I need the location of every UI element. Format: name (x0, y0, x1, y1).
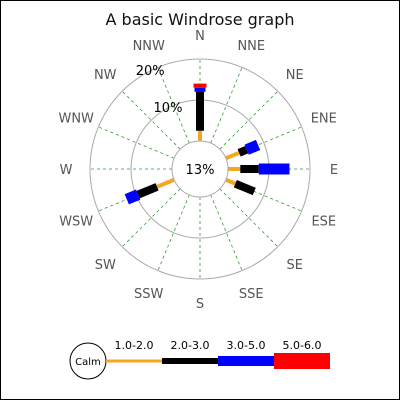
grid-spoke-ssw (157, 194, 190, 271)
compass-label-sw: SW (95, 258, 116, 273)
calm-circle-group: 13% (171, 140, 229, 198)
grid-spoke-sw (121, 188, 181, 248)
compass-label-wnw: WNW (58, 112, 94, 127)
compass-label-nw: NW (94, 68, 117, 83)
compass-label-w: W (60, 163, 73, 178)
bar-ene-2.0-3.0 (237, 145, 249, 157)
compass-label-nnw: NNW (133, 39, 165, 54)
grid-ring-20 (89, 58, 311, 280)
legend: Calm 1.0-2.0 2.0-3.0 3.0-5.0 5.0-6.0 (69, 339, 330, 380)
legend-calm-label: Calm (75, 357, 101, 368)
legend-swatch-5.0-6.0 (274, 353, 330, 369)
compass-label-wsw: WSW (59, 214, 93, 229)
compass-label-ene: ENE (311, 112, 337, 127)
wind-bars (124, 83, 290, 205)
chart-title: A basic Windrose graph (106, 10, 295, 29)
compass-label-se: SE (287, 258, 303, 273)
bar-ene-3.0-5.0 (244, 139, 261, 155)
compass-label-e: E (330, 163, 338, 178)
ring-label-20pct: 20% (136, 64, 165, 79)
legend-label-3.0-5.0: 3.0-5.0 (227, 339, 266, 352)
ring-labels: 10% 20% (136, 64, 183, 116)
legend-swatch-2.0-3.0 (162, 358, 218, 364)
grid-spoke-ne (219, 90, 279, 150)
grid-spoke-sse (210, 194, 243, 271)
grid-spoke-nne (210, 67, 243, 144)
compass-label-s: S (196, 297, 204, 312)
compass-label-sse: SSE (239, 287, 264, 302)
calm-value: 13% (186, 163, 215, 178)
bar-ene-1.0-2.0 (225, 150, 240, 161)
legend-label-2.0-3.0: 2.0-3.0 (171, 339, 210, 352)
compass-label-n: N (195, 29, 205, 44)
bar-wsw-1.0-2.0 (156, 177, 175, 189)
legend-swatch-3.0-5.0 (218, 356, 274, 366)
calm-circle (171, 140, 229, 198)
grid-spoke-nnw (157, 67, 190, 144)
legend-label-5.0-6.0: 5.0-6.0 (283, 339, 322, 352)
bar-ese-2.0-3.0 (233, 179, 256, 196)
compass-labels: N NNE NE ENE E ESE SE SSE S SSW SW WSW W WNW NW NNW (58, 29, 338, 312)
compass-label-nne: NNE (237, 39, 265, 54)
bar-ese-1.0-2.0 (225, 177, 237, 186)
bar-wsw-3.0-5.0 (124, 189, 141, 205)
compass-label-ne: NE (286, 68, 304, 83)
compass-label-ssw: SSW (134, 287, 164, 302)
compass-label-ese: ESE (311, 214, 336, 229)
legend-label-1.0-2.0: 1.0-2.0 (115, 339, 154, 352)
grid-spoke-wnw (98, 126, 175, 159)
bar-wsw-2.0-3.0 (136, 183, 159, 199)
grid-spoke-se (219, 188, 279, 248)
ring-label-10pct: 10% (154, 101, 183, 116)
grid-spoke-nw (121, 90, 181, 150)
legend-swatch-1.0-2.0 (106, 359, 162, 363)
